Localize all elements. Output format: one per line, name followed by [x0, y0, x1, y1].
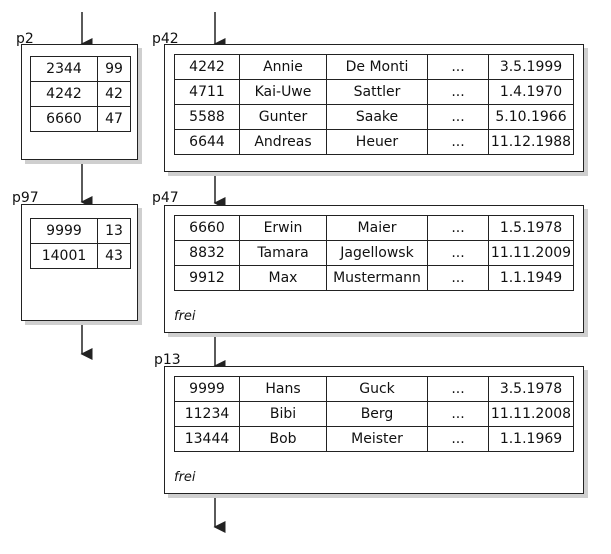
cell-date: 5.10.1966 [488, 104, 574, 130]
table-row: 9912 Max Mustermann ... 1.1.1949 [174, 265, 574, 291]
cell-id: 9912 [174, 265, 240, 291]
free-space-label-p47: frei [174, 309, 196, 324]
page-label-p2: p2 [16, 31, 34, 47]
index-pointer: 43 [97, 243, 131, 269]
cell-date: 1.1.1969 [488, 426, 574, 452]
cell-date: 11.12.1988 [488, 129, 574, 155]
cell-id: 11234 [174, 401, 240, 427]
table-row: 9999 Hans Guck ... 3.5.1978 [174, 376, 574, 402]
index-row: 6660 47 [30, 106, 131, 132]
cell-first-name: Bob [239, 426, 327, 452]
cell-ellipsis: ... [427, 376, 489, 402]
table-row: 6644 Andreas Heuer ... 11.12.1988 [174, 129, 574, 155]
page-label-p13: p13 [154, 352, 181, 368]
table-row: 4711 Kai-Uwe Sattler ... 1.4.1970 [174, 79, 574, 105]
cell-ellipsis: ... [427, 401, 489, 427]
cell-id: 4711 [174, 79, 240, 105]
page-label-p47: p47 [152, 190, 179, 206]
cell-ellipsis: ... [427, 129, 489, 155]
index-pointer: 42 [97, 81, 131, 107]
cell-date: 1.1.1949 [488, 265, 574, 291]
index-table-p97: 9999 13 14001 43 [30, 218, 131, 269]
cell-last-name: Mustermann [326, 265, 428, 291]
cell-last-name: Saake [326, 104, 428, 130]
page-label-p42: p42 [152, 31, 179, 47]
cell-first-name: Hans [239, 376, 327, 402]
index-row: 2344 99 [30, 56, 131, 82]
index-row: 14001 43 [30, 243, 131, 269]
index-key: 14001 [30, 243, 98, 269]
index-key: 4242 [30, 81, 98, 107]
cell-ellipsis: ... [427, 426, 489, 452]
index-key: 9999 [30, 218, 98, 244]
table-row: 11234 Bibi Berg ... 11.11.2008 [174, 401, 574, 427]
cell-id: 13444 [174, 426, 240, 452]
cell-date: 1.4.1970 [488, 79, 574, 105]
cell-id: 6644 [174, 129, 240, 155]
index-pointer: 13 [97, 218, 131, 244]
cell-ellipsis: ... [427, 79, 489, 105]
cell-ellipsis: ... [427, 215, 489, 241]
index-row: 9999 13 [30, 218, 131, 244]
index-pointer: 99 [97, 56, 131, 82]
cell-date: 11.11.2009 [488, 240, 574, 266]
cell-first-name: Annie [239, 54, 327, 80]
table-row: 8832 Tamara Jagellowsk ... 11.11.2009 [174, 240, 574, 266]
index-key: 2344 [30, 56, 98, 82]
cell-date: 3.5.1978 [488, 376, 574, 402]
index-pointer: 47 [97, 106, 131, 132]
cell-first-name: Gunter [239, 104, 327, 130]
cell-ellipsis: ... [427, 54, 489, 80]
data-table-p13: 9999 Hans Guck ... 3.5.1978 11234 Bibi B… [174, 376, 574, 452]
cell-id: 4242 [174, 54, 240, 80]
data-table-p42: 4242 Annie De Monti ... 3.5.1999 4711 Ka… [174, 54, 574, 155]
index-table-p2: 2344 99 4242 42 6660 47 [30, 56, 131, 132]
cell-last-name: Maier [326, 215, 428, 241]
data-table-p47: 6660 Erwin Maier ... 1.5.1978 8832 Tamar… [174, 215, 574, 291]
cell-first-name: Bibi [239, 401, 327, 427]
cell-id: 6660 [174, 215, 240, 241]
cell-last-name: De Monti [326, 54, 428, 80]
cell-last-name: Heuer [326, 129, 428, 155]
cell-date: 1.5.1978 [488, 215, 574, 241]
cell-first-name: Erwin [239, 215, 327, 241]
cell-last-name: Guck [326, 376, 428, 402]
free-space-label-p13: frei [174, 470, 196, 485]
page-label-p97: p97 [12, 190, 39, 206]
cell-ellipsis: ... [427, 265, 489, 291]
cell-last-name: Sattler [326, 79, 428, 105]
table-row: 6660 Erwin Maier ... 1.5.1978 [174, 215, 574, 241]
cell-last-name: Berg [326, 401, 428, 427]
index-row: 4242 42 [30, 81, 131, 107]
cell-date: 3.5.1999 [488, 54, 574, 80]
table-row: 5588 Gunter Saake ... 5.10.1966 [174, 104, 574, 130]
cell-ellipsis: ... [427, 104, 489, 130]
cell-last-name: Meister [326, 426, 428, 452]
cell-id: 5588 [174, 104, 240, 130]
cell-id: 9999 [174, 376, 240, 402]
cell-first-name: Tamara [239, 240, 327, 266]
index-key: 6660 [30, 106, 98, 132]
cell-first-name: Max [239, 265, 327, 291]
table-row: 13444 Bob Meister ... 1.1.1969 [174, 426, 574, 452]
table-row: 4242 Annie De Monti ... 3.5.1999 [174, 54, 574, 80]
cell-last-name: Jagellowsk [326, 240, 428, 266]
cell-ellipsis: ... [427, 240, 489, 266]
cell-first-name: Kai-Uwe [239, 79, 327, 105]
cell-first-name: Andreas [239, 129, 327, 155]
cell-id: 8832 [174, 240, 240, 266]
cell-date: 11.11.2008 [488, 401, 574, 427]
